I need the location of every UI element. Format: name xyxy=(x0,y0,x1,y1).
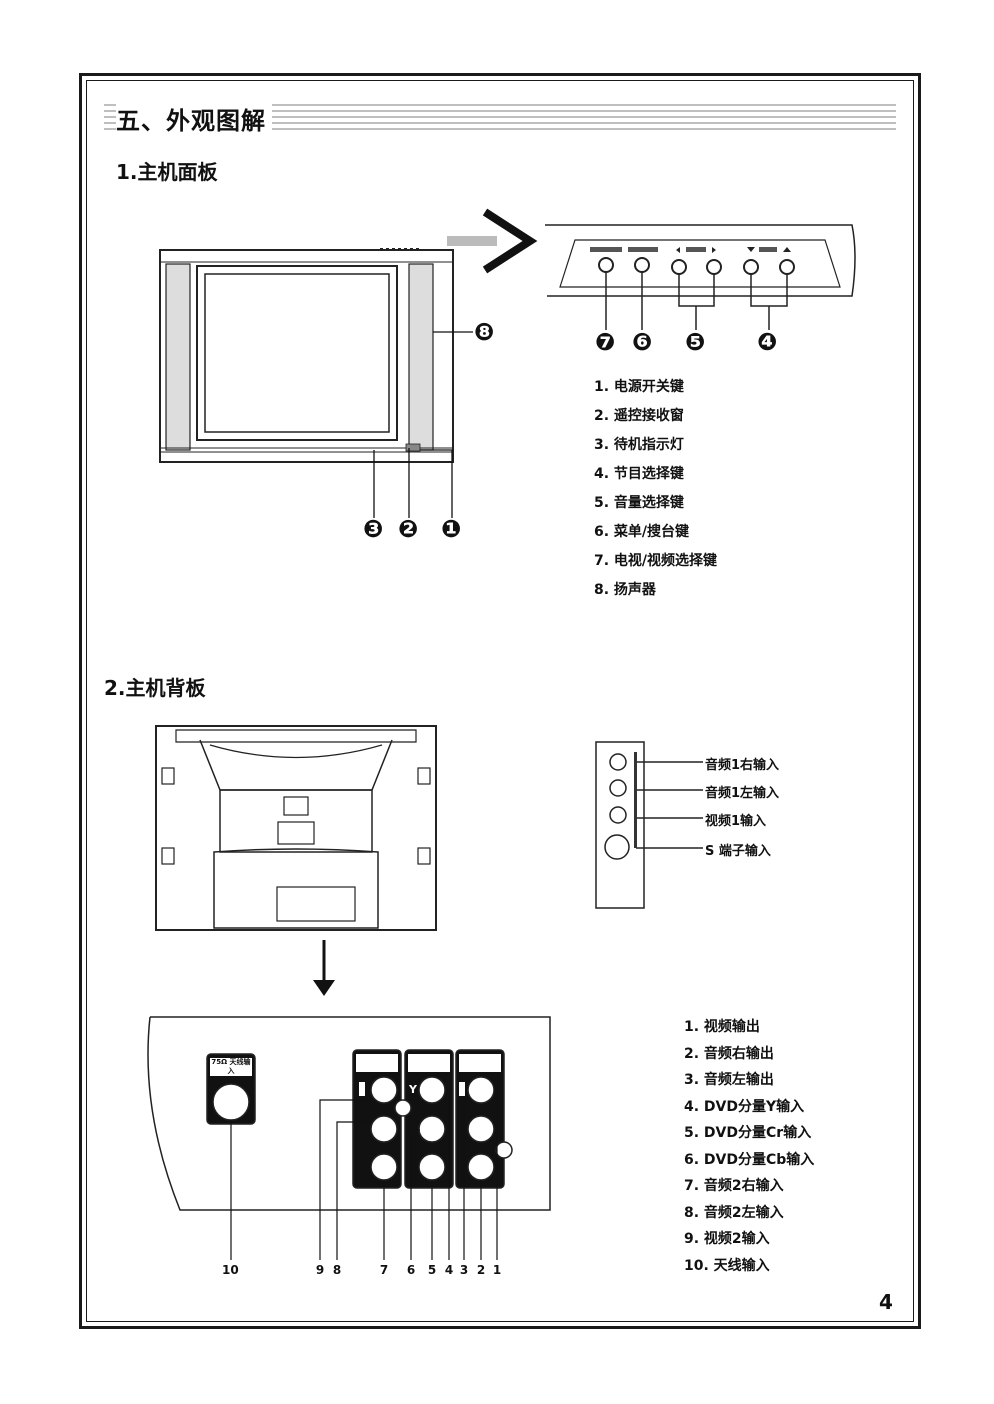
legend-item: 10. 天线输入 xyxy=(684,1257,770,1274)
jack-number-4: 4 xyxy=(444,1263,454,1277)
legend-item: 3. 待机指示灯 xyxy=(594,437,684,453)
page-number: 4 xyxy=(879,1290,893,1314)
front-leader-lines xyxy=(373,331,473,518)
callout-5: ❺ xyxy=(685,328,706,356)
back-leader-lines xyxy=(230,1089,498,1260)
page-frame-inner xyxy=(86,80,914,1322)
callout-1: ❶ xyxy=(441,515,462,543)
jack-number-8: 8 xyxy=(332,1263,342,1277)
legend-item: 2. 音频右输出 xyxy=(684,1045,774,1062)
back-panel-legend: 1. 视频输出 2. 音频右输出 3. 音频左输出 4. DVD分量Y输入 5.… xyxy=(684,1017,814,1282)
legend-item: 5. DVD分量Cr输入 xyxy=(684,1125,812,1141)
side-jack-label: 音频1右输入 xyxy=(705,758,780,773)
callout-7: ❼ xyxy=(595,328,616,356)
back-panel-subtitle: 2.主机背板 xyxy=(104,676,206,700)
front-panel-legend: 1. 电源开关键 2. 遥控接收窗 3. 待机指示灯 4. 节目选择键 5. 音… xyxy=(594,377,717,609)
arrow-down-icon xyxy=(313,940,335,996)
callout-3: ❸ xyxy=(363,515,384,543)
jack-number-10: 10 xyxy=(222,1263,239,1277)
legend-item: 8. 音频2左输入 xyxy=(684,1204,784,1221)
jack-number-1: 1 xyxy=(492,1263,502,1277)
jack-letter-y: Y xyxy=(409,1083,417,1096)
callout-2: ❷ xyxy=(398,515,419,543)
legend-item: 8. 扬声器 xyxy=(594,582,656,598)
side-jack-panel xyxy=(595,741,703,909)
callout-4: ❹ xyxy=(757,328,778,356)
legend-item: 7. 音频2右输入 xyxy=(684,1178,784,1194)
legend-item: 3. 音频左输出 xyxy=(684,1072,774,1088)
legend-item: 2. 遥控接收窗 xyxy=(594,408,684,424)
legend-item: 1. 电源开关键 xyxy=(594,379,684,395)
control-panel-detail xyxy=(545,224,856,330)
callout-8: ❽ xyxy=(474,318,495,346)
connector-panel xyxy=(147,1016,551,1211)
legend-item: 7. 电视/视频选择键 xyxy=(594,553,718,569)
antenna-jack-label: 75Ω 天线输入 xyxy=(211,1058,251,1075)
jack-number-2: 2 xyxy=(476,1263,486,1277)
page-frame-outer xyxy=(79,73,921,1329)
legend-item: 4. 节目选择键 xyxy=(594,466,684,482)
jack-number-3: 3 xyxy=(459,1263,469,1277)
front-panel-diagram xyxy=(159,208,856,518)
legend-item: 1. 视频输出 xyxy=(684,1019,760,1035)
section-title: 五、外观图解 xyxy=(116,101,272,136)
jack-number-5: 5 xyxy=(427,1263,437,1277)
legend-item: 9. 视频2输入 xyxy=(684,1231,770,1247)
front-panel-subtitle: 1.主机面板 xyxy=(116,160,218,184)
legend-item: 6. 菜单/搜台键 xyxy=(594,524,690,540)
legend-item: 6. DVD分量Cb输入 xyxy=(684,1151,815,1168)
jack-number-7: 7 xyxy=(379,1263,389,1277)
legend-item: 5. 音量选择键 xyxy=(594,495,684,511)
side-jack-label: 音频1左输入 xyxy=(705,786,780,801)
title-rule-lines xyxy=(104,102,896,132)
jack-number-6: 6 xyxy=(406,1263,416,1277)
side-jack-label: 视频1输入 xyxy=(705,814,767,829)
back-panel-diagram xyxy=(147,725,703,1260)
arrow-right-icon xyxy=(447,208,538,274)
side-jack-label: S 端子输入 xyxy=(705,844,771,859)
tv-back-illustration xyxy=(155,725,437,931)
tv-front-illustration xyxy=(159,248,454,463)
callout-6: ❻ xyxy=(632,328,653,356)
legend-item: 4. DVD分量Y输入 xyxy=(684,1098,805,1115)
jack-number-9: 9 xyxy=(315,1263,325,1277)
